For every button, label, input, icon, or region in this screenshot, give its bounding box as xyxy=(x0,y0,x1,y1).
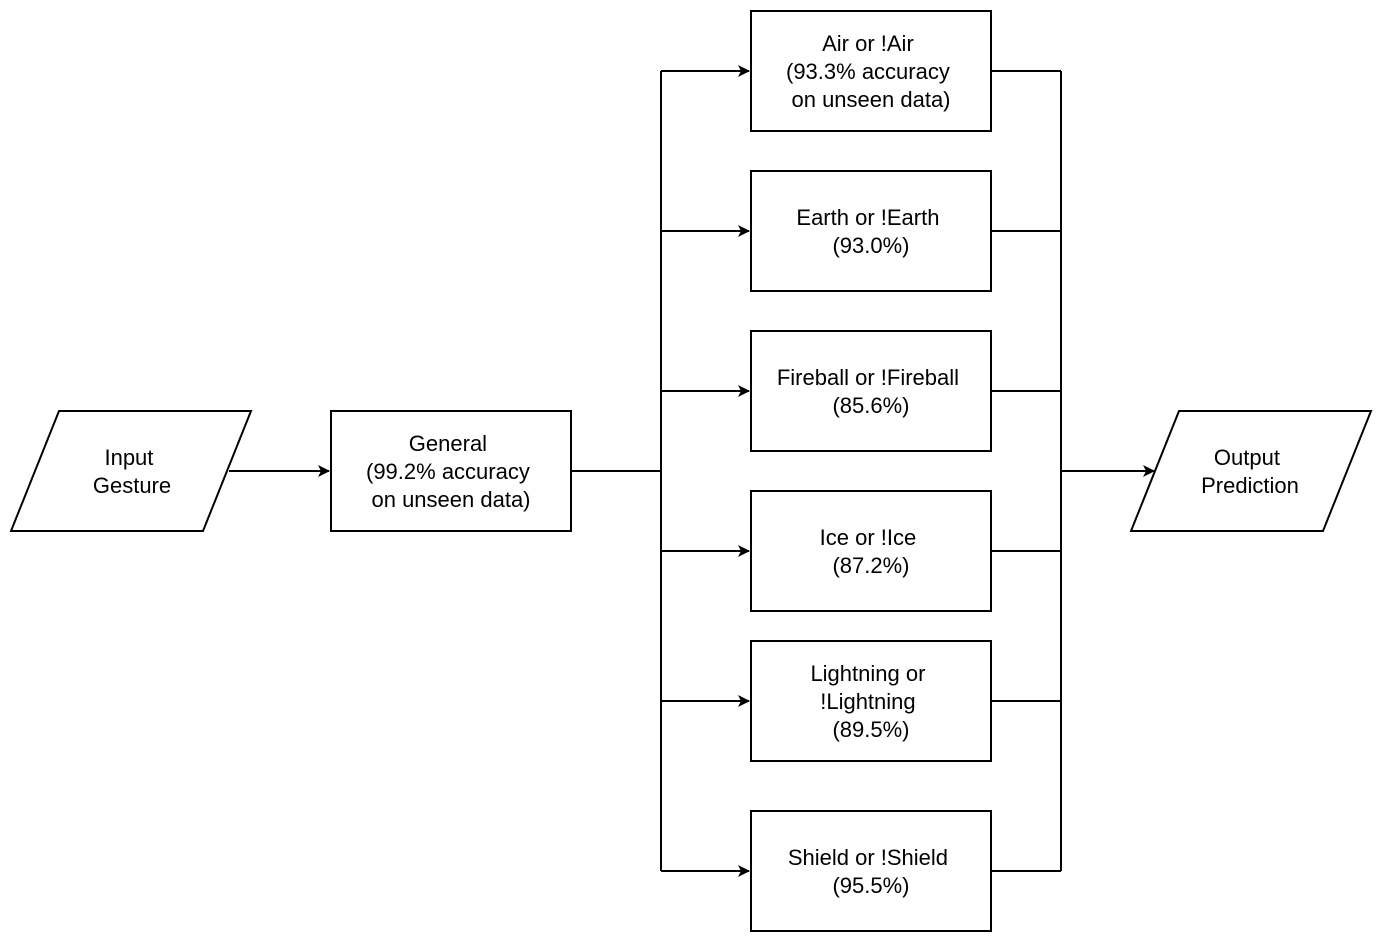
shield-line-1: Shield or !Shield xyxy=(788,845,948,870)
lightning-classifier-node: Lightning or !Lightning (89.5%) xyxy=(750,640,992,762)
output-parallelogram xyxy=(1129,410,1373,532)
output-line-2: Prediction xyxy=(1201,473,1299,498)
general-box xyxy=(330,410,572,532)
shield-classifier-label: Shield or !Shield (95.5%) xyxy=(788,845,954,898)
earth-line-1: Earth or !Earth xyxy=(796,205,939,230)
input-gesture-node: Input Gesture xyxy=(9,410,253,532)
lightning-line-1: Lightning or xyxy=(810,661,925,686)
lightning-classifier-box xyxy=(750,640,992,762)
ice-classifier-box xyxy=(750,490,992,612)
shield-classifier-box xyxy=(750,810,992,932)
earth-classifier-box xyxy=(750,170,992,292)
fireball-line-1: Fireball or !Fireball xyxy=(777,365,959,390)
connector-lines xyxy=(229,65,1155,877)
fireball-line-2: (85.6%) xyxy=(832,393,909,418)
fireball-classifier-label: Fireball or !Fireball (85.6%) xyxy=(777,365,965,418)
shield-line-2: (95.5%) xyxy=(832,873,909,898)
lightning-classifier-label: Lightning or !Lightning (89.5%) xyxy=(810,661,931,742)
input-line-1: Input xyxy=(104,445,153,470)
ice-line-2: (87.2%) xyxy=(832,553,909,578)
air-line-2: (93.3% accuracy xyxy=(786,59,950,84)
ice-classifier-node: Ice or !Ice (87.2%) xyxy=(750,490,992,612)
air-line-3: on unseen data) xyxy=(791,87,950,112)
input-label: Input Gesture xyxy=(93,445,171,498)
air-classifier-label: Air or !Air (93.3% accuracy on unseen da… xyxy=(786,31,956,112)
air-line-1: Air or !Air xyxy=(822,31,914,56)
air-classifier-node: Air or !Air (93.3% accuracy on unseen da… xyxy=(750,10,992,132)
general-label: General (99.2% accuracy on unseen data) xyxy=(366,431,536,512)
earth-classifier-label: Earth or !Earth (93.0%) xyxy=(796,205,945,258)
earth-classifier-node: Earth or !Earth (93.0%) xyxy=(750,170,992,292)
air-classifier-box xyxy=(750,10,992,132)
ice-line-1: Ice or !Ice xyxy=(820,525,917,550)
earth-line-2: (93.0%) xyxy=(832,233,909,258)
general-line-3: on unseen data) xyxy=(371,487,530,512)
output-label: Output Prediction xyxy=(1201,445,1299,498)
general-node: General (99.2% accuracy on unseen data) xyxy=(330,410,572,532)
output-prediction-node: Output Prediction xyxy=(1129,410,1373,532)
fireball-classifier-node: Fireball or !Fireball (85.6%) xyxy=(750,330,992,452)
shield-classifier-node: Shield or !Shield (95.5%) xyxy=(750,810,992,932)
ice-classifier-label: Ice or !Ice (87.2%) xyxy=(820,525,923,578)
general-line-2: (99.2% accuracy xyxy=(366,459,530,484)
lightning-line-3: (89.5%) xyxy=(832,717,909,742)
input-line-2: Gesture xyxy=(93,473,171,498)
lightning-line-2: !Lightning xyxy=(820,689,915,714)
fireball-classifier-box xyxy=(750,330,992,452)
output-line-1: Output xyxy=(1214,445,1280,470)
general-line-1: General xyxy=(409,431,487,456)
input-parallelogram xyxy=(9,410,253,532)
